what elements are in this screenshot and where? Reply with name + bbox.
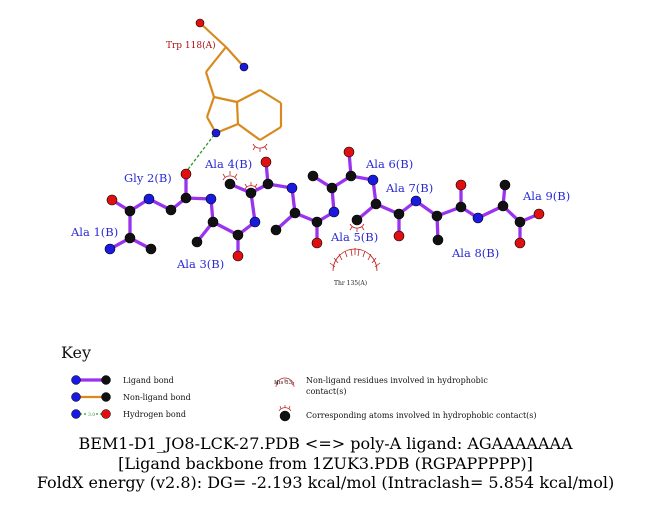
ala8-cb (432, 234, 444, 246)
ala3-cb (191, 236, 203, 248)
label-ala5: Ala 5(B) (330, 230, 378, 244)
ala3-oxygen (232, 250, 244, 262)
hydrophobic-arc-thr135 (329, 248, 381, 272)
caption-line-2: [Ligand backbone from 1ZUK3.PDB (RGPAPPP… (118, 453, 533, 473)
trp118-ring-nitrogen (211, 128, 221, 138)
ala9-ca (497, 200, 509, 212)
ala1-oxygen (106, 194, 118, 206)
key-nonligand-residues-label-2: contact(s) (306, 387, 346, 396)
ala8-oxygen (455, 179, 467, 191)
key-corresponding-atom-sample (278, 405, 292, 422)
ala4-nitrogen (249, 216, 261, 228)
legend-key: Key Ligand bond Non-ligand bond 3.0 Hydr… (61, 343, 537, 422)
ala4-oxygen (260, 156, 272, 168)
ala7-nitrogen (367, 174, 379, 186)
ala6-nitrogen (328, 206, 340, 218)
caption-line-3: FoldX energy (v2.8): DG= -2.193 kcal/mol… (36, 473, 615, 492)
trp118-bonds (199, 22, 283, 141)
ala9-oxygen-2 (514, 237, 526, 249)
ala5-c (311, 216, 323, 228)
ala5-ca (289, 207, 301, 219)
ala7-ca (370, 198, 382, 210)
ala9-oxygen-1 (533, 208, 545, 220)
ala3-nitrogen (205, 193, 217, 205)
label-ala9: Ala 9(B) (522, 189, 570, 203)
ala7-c (393, 208, 405, 220)
label-ala8: Ala 8(B) (451, 246, 499, 260)
hydrophobic-arc-trp118-atom (252, 143, 268, 152)
ala3-c (232, 229, 244, 241)
label-ala6: Ala 6(B) (365, 157, 413, 171)
ala1-ca (124, 232, 136, 244)
hydrophobic-arc-ala5 (349, 223, 365, 232)
ala6-oxygen (343, 146, 355, 158)
label-ala3: Ala 3(B) (176, 257, 224, 271)
key-his-label: His 53 (274, 380, 293, 386)
key-ligand-bond-label: Ligand bond (123, 376, 174, 385)
key-nonligand-bond-label: Non-ligand bond (123, 393, 191, 402)
ala5-oxygen (311, 237, 323, 249)
gly2-ca (165, 204, 177, 216)
key-nonligand-residues-label-1: Non-ligand residues involved in hydropho… (306, 376, 488, 385)
label-thr135: Thr 135(A) (334, 280, 367, 287)
hydrophobic-arc-ala4-b (244, 182, 258, 190)
ala7-oxygen (393, 230, 405, 242)
caption-line-1: BEM1-D1_JO8-LCK-27.PDB <=> poly-A ligand… (78, 434, 573, 453)
ligplot-diagram: Trp 118(A) Gly 2(B) Ala 1(B) Ala 3(B) Al… (70, 18, 570, 287)
ala8-nitrogen (410, 195, 422, 207)
ala6-c (345, 170, 357, 182)
ala9-nitrogen (472, 212, 484, 224)
ala7-cb (351, 214, 363, 226)
ala9-c (514, 216, 526, 228)
hydrogen-bond (185, 134, 215, 173)
gly2-nitrogen (143, 193, 155, 205)
key-ligand-bond-sample (71, 375, 111, 385)
caption: BEM1-D1_JO8-LCK-27.PDB <=> poly-A ligand… (0, 434, 651, 493)
key-corresponding-atoms-label: Corresponding atoms involved in hydropho… (306, 411, 537, 420)
ala9-cb (499, 179, 511, 191)
atoms (104, 18, 545, 262)
gly2-c (180, 192, 192, 204)
label-gly2: Gly 2(B) (124, 171, 172, 185)
label-ala1: Ala 1(B) (70, 225, 118, 239)
ala5-nitrogen (286, 182, 298, 194)
ala6-ca (326, 182, 338, 194)
trp118-nitrogen (239, 62, 249, 72)
hydrophobic-arc-ala4-a (222, 171, 238, 181)
ala8-c (455, 201, 467, 213)
key-nonligand-bond-sample (71, 392, 111, 402)
key-hydrophobic-residue-sample (275, 377, 295, 388)
ala5-cb (270, 224, 282, 236)
ligand-bonds (108, 150, 541, 258)
ala4-cb (224, 178, 236, 190)
ala1-c (124, 205, 136, 217)
ala1-nitrogen (104, 243, 116, 255)
ala3-ca (207, 216, 219, 228)
ala1-cb (145, 243, 157, 255)
hydrophobic-arcs (222, 143, 381, 272)
key-hydrogen-bond-label: Hydrogen bond (123, 410, 186, 419)
trp118-oxygen (195, 18, 205, 28)
ala6-cb (307, 170, 319, 182)
gly2-oxygen (180, 168, 192, 180)
key-hydrogen-bond-sample (71, 409, 111, 419)
ala8-ca (431, 210, 443, 222)
ala4-c (262, 178, 274, 190)
label-trp118: Trp 118(A) (166, 40, 216, 51)
key-hbond-distance: 3.0 (88, 412, 95, 418)
label-ala7: Ala 7(B) (385, 181, 433, 195)
ala4-ca (245, 187, 257, 199)
label-ala4: Ala 4(B) (204, 157, 252, 171)
key-title: Key (61, 343, 91, 362)
